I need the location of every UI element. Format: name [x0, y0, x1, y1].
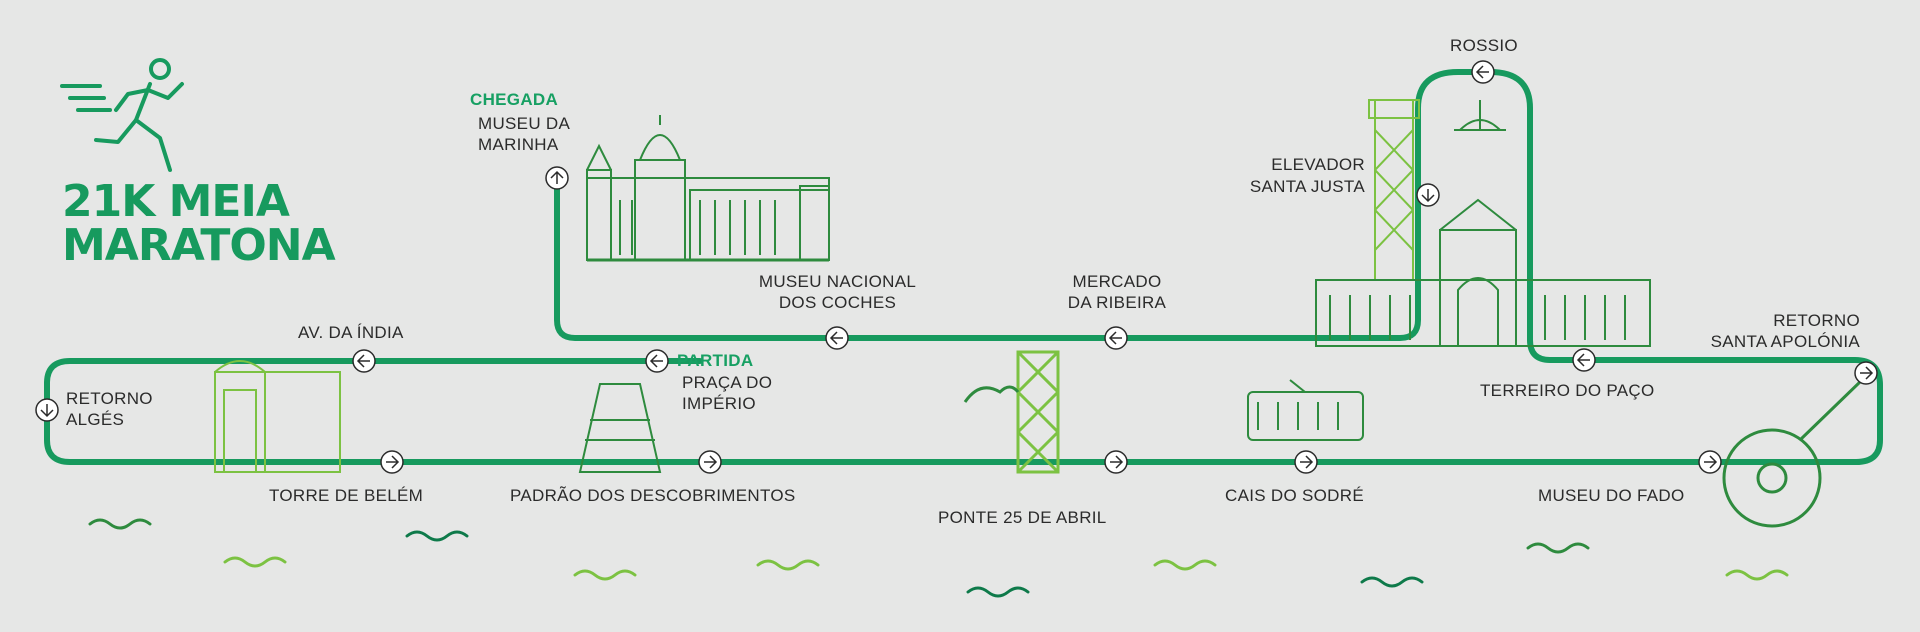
finish-tag: CHEGADA: [470, 90, 559, 109]
wave-icon: [223, 556, 287, 568]
stop-fado: MUSEU DO FADO: [1538, 486, 1685, 505]
wave-icon: [1360, 576, 1424, 588]
jeronimos-monastery-illustration: [586, 115, 830, 262]
torre-de-belem-illustration: [214, 360, 341, 473]
stop-mercado-line2: DA RIBEIRA: [1067, 293, 1167, 312]
start-tag: PARTIDA: [677, 351, 754, 370]
wave-icon: [756, 559, 820, 571]
wave-icon: [1153, 559, 1217, 571]
wave-icon: [966, 586, 1030, 598]
stop-coches-line2: DOS COCHES: [778, 293, 897, 312]
runner-icon: [60, 58, 184, 172]
circle-arrow-icon: [35, 398, 59, 422]
wave-icon: [1725, 569, 1789, 581]
race-title-line2: MARATONA: [62, 220, 336, 271]
race-title-line1: 21K MEIA: [62, 176, 290, 227]
circle-arrow-icon: [825, 326, 849, 350]
circle-arrow-icon: [1416, 183, 1440, 207]
stop-ponte: PONTE 25 DE ABRIL: [938, 508, 1107, 527]
finish-line2: MARINHA: [478, 135, 559, 154]
circle-arrow-icon: [1104, 326, 1128, 350]
circle-arrow-icon: [1294, 450, 1318, 474]
circle-arrow-icon: [380, 450, 404, 474]
stop-india: AV. DA ÍNDIA: [298, 323, 404, 342]
circle-arrow-icon: [1104, 450, 1128, 474]
wave-icon-group: [88, 518, 1789, 598]
ponte-25-de-abril-illustration: [963, 350, 1060, 474]
start-line1: PRAÇA DO: [682, 373, 773, 392]
stop-mercado-line1: MERCADO: [1072, 272, 1162, 291]
elevador-santa-justa-illustration: [1368, 99, 1420, 281]
stop-alges-line2: ALGÉS: [66, 410, 125, 429]
rossio-fountain-illustration: [1454, 100, 1506, 131]
wave-icon: [405, 530, 469, 542]
circle-arrow-icon: [1471, 60, 1495, 84]
padrao-dos-descobrimentos-illustration: [578, 383, 662, 473]
tram-illustration: [1247, 379, 1364, 441]
stop-rossio: ROSSIO: [1450, 36, 1518, 55]
arrow-markers: [35, 60, 1878, 474]
route-line: [44, 69, 1883, 465]
stop-apolonia-line2: SANTA APOLÓNIA: [1710, 332, 1860, 351]
portuguese-guitar-illustration: [1722, 378, 1864, 528]
circle-arrow-icon: [1572, 348, 1596, 372]
wave-icon: [1526, 542, 1590, 554]
stop-alges-line1: RETORNO: [66, 389, 153, 408]
stop-padrao: PADRÃO DOS DESCOBRIMENTOS: [510, 486, 796, 505]
circle-arrow-icon: [645, 349, 669, 373]
stop-apolonia-line1: RETORNO: [1773, 311, 1860, 330]
wave-icon: [88, 518, 152, 530]
wave-icon: [573, 569, 637, 581]
finish-line1: MUSEU DA: [478, 114, 571, 133]
circle-arrow-icon: [352, 349, 376, 373]
circle-arrow-icon: [1698, 450, 1722, 474]
stop-elevador-line1: ELEVADOR: [1271, 155, 1365, 174]
start-line2: IMPÉRIO: [682, 394, 756, 413]
stop-belem: TORRE DE BELÉM: [269, 486, 424, 505]
circle-arrow-icon: [545, 166, 569, 190]
stop-coches-line1: MUSEU NACIONAL: [758, 272, 917, 291]
stop-sodre: CAIS DO SODRÉ: [1225, 486, 1364, 505]
race-title: 21K MEIA MARATONA: [62, 176, 336, 271]
stop-elevador-line2: SANTA JUSTA: [1249, 177, 1365, 196]
circle-arrow-icon: [698, 450, 722, 474]
circle-arrow-icon: [1854, 361, 1878, 385]
stop-paco: TERREIRO DO PAÇO: [1480, 381, 1655, 400]
terreiro-do-paco-illustration: [1315, 198, 1651, 347]
